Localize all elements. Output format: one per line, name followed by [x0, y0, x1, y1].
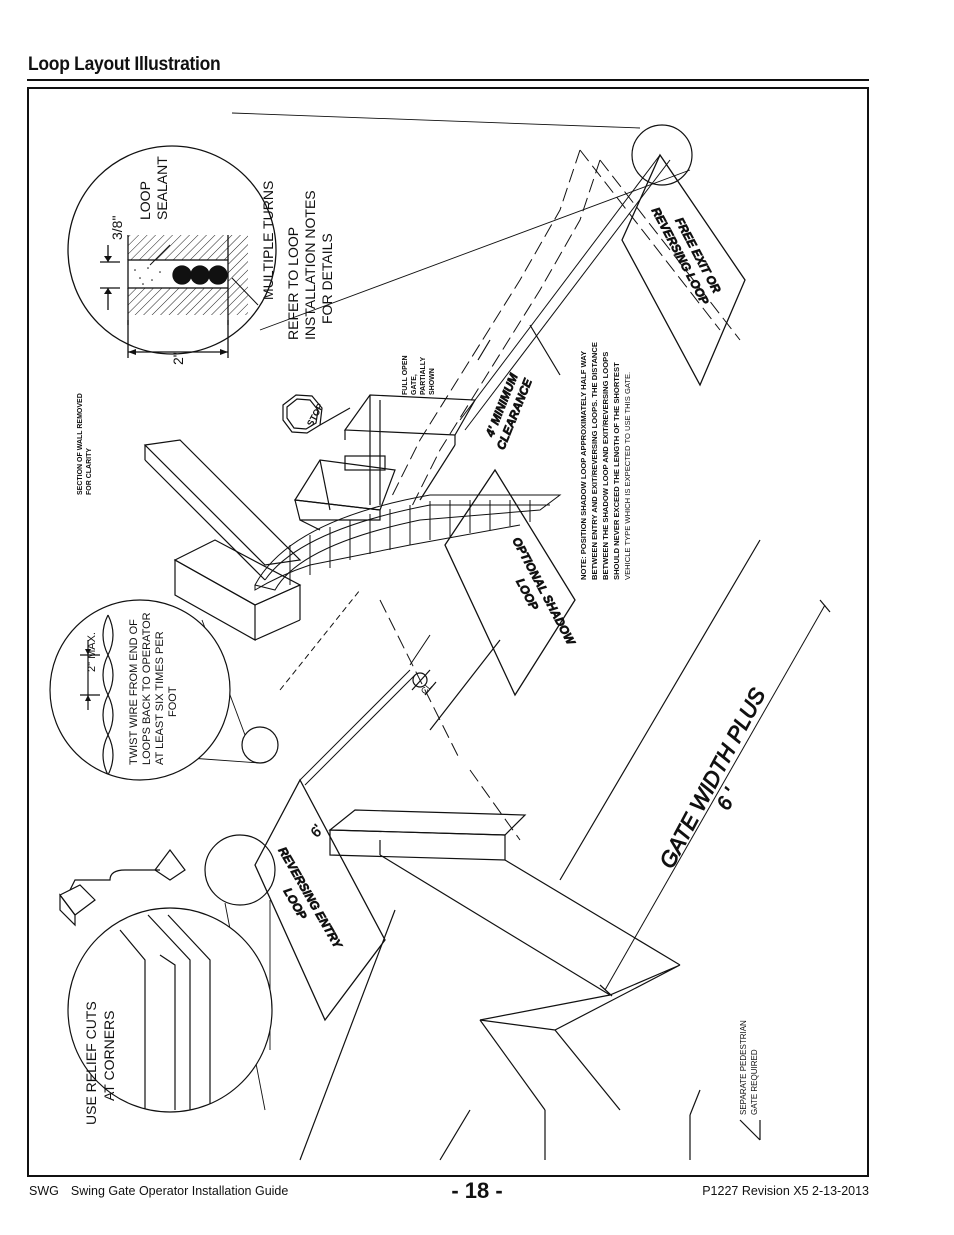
open-gate-outline	[343, 394, 477, 505]
multiple-turns-label: MULTIPLE TURNS	[260, 181, 276, 300]
note-line5: VEHICLE TYPE WHICH IS EXPECTED TO USE TH…	[623, 372, 632, 580]
sealant-label: LOOP SEALANT	[137, 156, 170, 220]
refer-notes-line1: REFER TO LOOP	[285, 227, 301, 340]
swing-gate	[254, 494, 562, 591]
illustration-frame	[27, 87, 869, 1177]
pedestrian-line1: SEPARATE PEDESTRIAN	[739, 1020, 748, 1115]
note-line4: SHOULD NEVER EXCEED THE LENGTH OF THE SH…	[612, 362, 621, 580]
shadow-loop-outline	[444, 468, 576, 697]
page-number: - 18 -	[451, 1178, 503, 1203]
full-open-line2: GATE,	[411, 374, 418, 395]
dimension-3-8: 3/8"	[109, 216, 125, 240]
driveway-lines	[299, 539, 831, 1161]
twist-line1: TWIST WIRE FROM END OF	[128, 619, 140, 765]
twist-max-label: 2" MAX.	[86, 632, 98, 672]
relief-cuts-label: USE RELIEF CUTS AT CORNERS	[83, 1001, 117, 1125]
front-curb	[328, 809, 681, 1111]
pedestrian-label: SEPARATE PEDESTRIAN GATE REQUIRED	[739, 1020, 759, 1115]
operator-box	[293, 455, 396, 531]
wall-removed-line2: FOR CLARITY	[86, 448, 93, 495]
sealant-label-line2: SEALANT	[154, 156, 170, 220]
footer-guide-title: Swing Gate Operator Installation Guide	[70, 1184, 289, 1198]
full-open-line4: SHOWN	[429, 368, 436, 395]
sealant-detail	[67, 145, 277, 358]
entry-loop-outline	[254, 778, 386, 1022]
refer-notes-line2: INSTALLATION NOTES	[302, 190, 318, 340]
detector-lamp	[59, 849, 186, 927]
title-rule	[27, 79, 869, 81]
footer-revision: P1227 Revision X5 2-13-2013	[702, 1184, 869, 1198]
twist-line4: FOOT	[167, 686, 179, 717]
reversing-exit-loop-outline	[621, 153, 746, 387]
pedestrian-leader	[739, 1119, 761, 1141]
relief-cuts-line2: AT CORNERS	[101, 1011, 117, 1102]
twist-line3: AT LEAST SIX TIMES PER	[154, 631, 166, 765]
full-open-label: FULL OPEN GATE, PARTIALLY SHOWN	[402, 355, 436, 395]
gate-width-line1: GATE WIDTH PLUS	[654, 684, 770, 873]
twist-wire-detail	[49, 599, 231, 781]
loop-lead-wires	[299, 154, 671, 786]
full-open-line3: PARTIALLY	[420, 357, 427, 395]
callout-small-circles	[204, 124, 693, 906]
sealant-label-line1: LOOP	[137, 181, 153, 220]
pedestrian-line2: GATE REQUIRED	[750, 1049, 759, 1115]
note-line2: BETWEEN ENTRY AND EXIT/REVERSING LOOPS. …	[590, 342, 599, 580]
wall-removed-label: SECTION OF WALL REMOVED FOR CLARITY	[77, 393, 93, 495]
stop-sign	[282, 394, 351, 434]
relief-cuts-detail	[67, 907, 273, 1113]
twist-line2: LOOPS BACK TO OPERATOR	[141, 612, 153, 765]
refer-notes-line3: FOR DETAILS	[319, 233, 335, 324]
shadow-loop-label: OPTIONAL SHADOW LOOP	[509, 534, 579, 649]
clearance-outline	[477, 324, 561, 376]
page-title: Loop Layout Illustration	[28, 54, 221, 75]
dimension-2in: 2"	[170, 352, 186, 365]
footer-code: SWG	[29, 1184, 59, 1198]
note-line1: NOTE: POSITION SHADOW LOOP APPROXIMATELY…	[579, 351, 588, 580]
wall-removed-line1: SECTION OF WALL REMOVED	[77, 393, 84, 495]
footer-guide: SWG Swing Gate Operator Installation Guid…	[29, 1184, 300, 1198]
refer-notes-label: REFER TO LOOP INSTALLATION NOTES FOR DET…	[285, 190, 335, 340]
gate-width-label: GATE WIDTH PLUS 6 '	[654, 683, 771, 873]
wall-section	[143, 439, 302, 642]
note-line3: BETWEEN THE SHADOW LOOP AND EXIT/REVERSI…	[601, 352, 610, 580]
twist-wire-label: TWIST WIRE FROM END OF LOOPS BACK TO OPE…	[128, 612, 179, 765]
full-open-line1: FULL OPEN	[402, 355, 409, 395]
relief-cuts-line1: USE RELIEF CUTS	[83, 1001, 99, 1125]
position-note: NOTE: POSITION SHADOW LOOP APPROXIMATELY…	[579, 342, 632, 580]
centerline-symbol	[411, 669, 437, 696]
